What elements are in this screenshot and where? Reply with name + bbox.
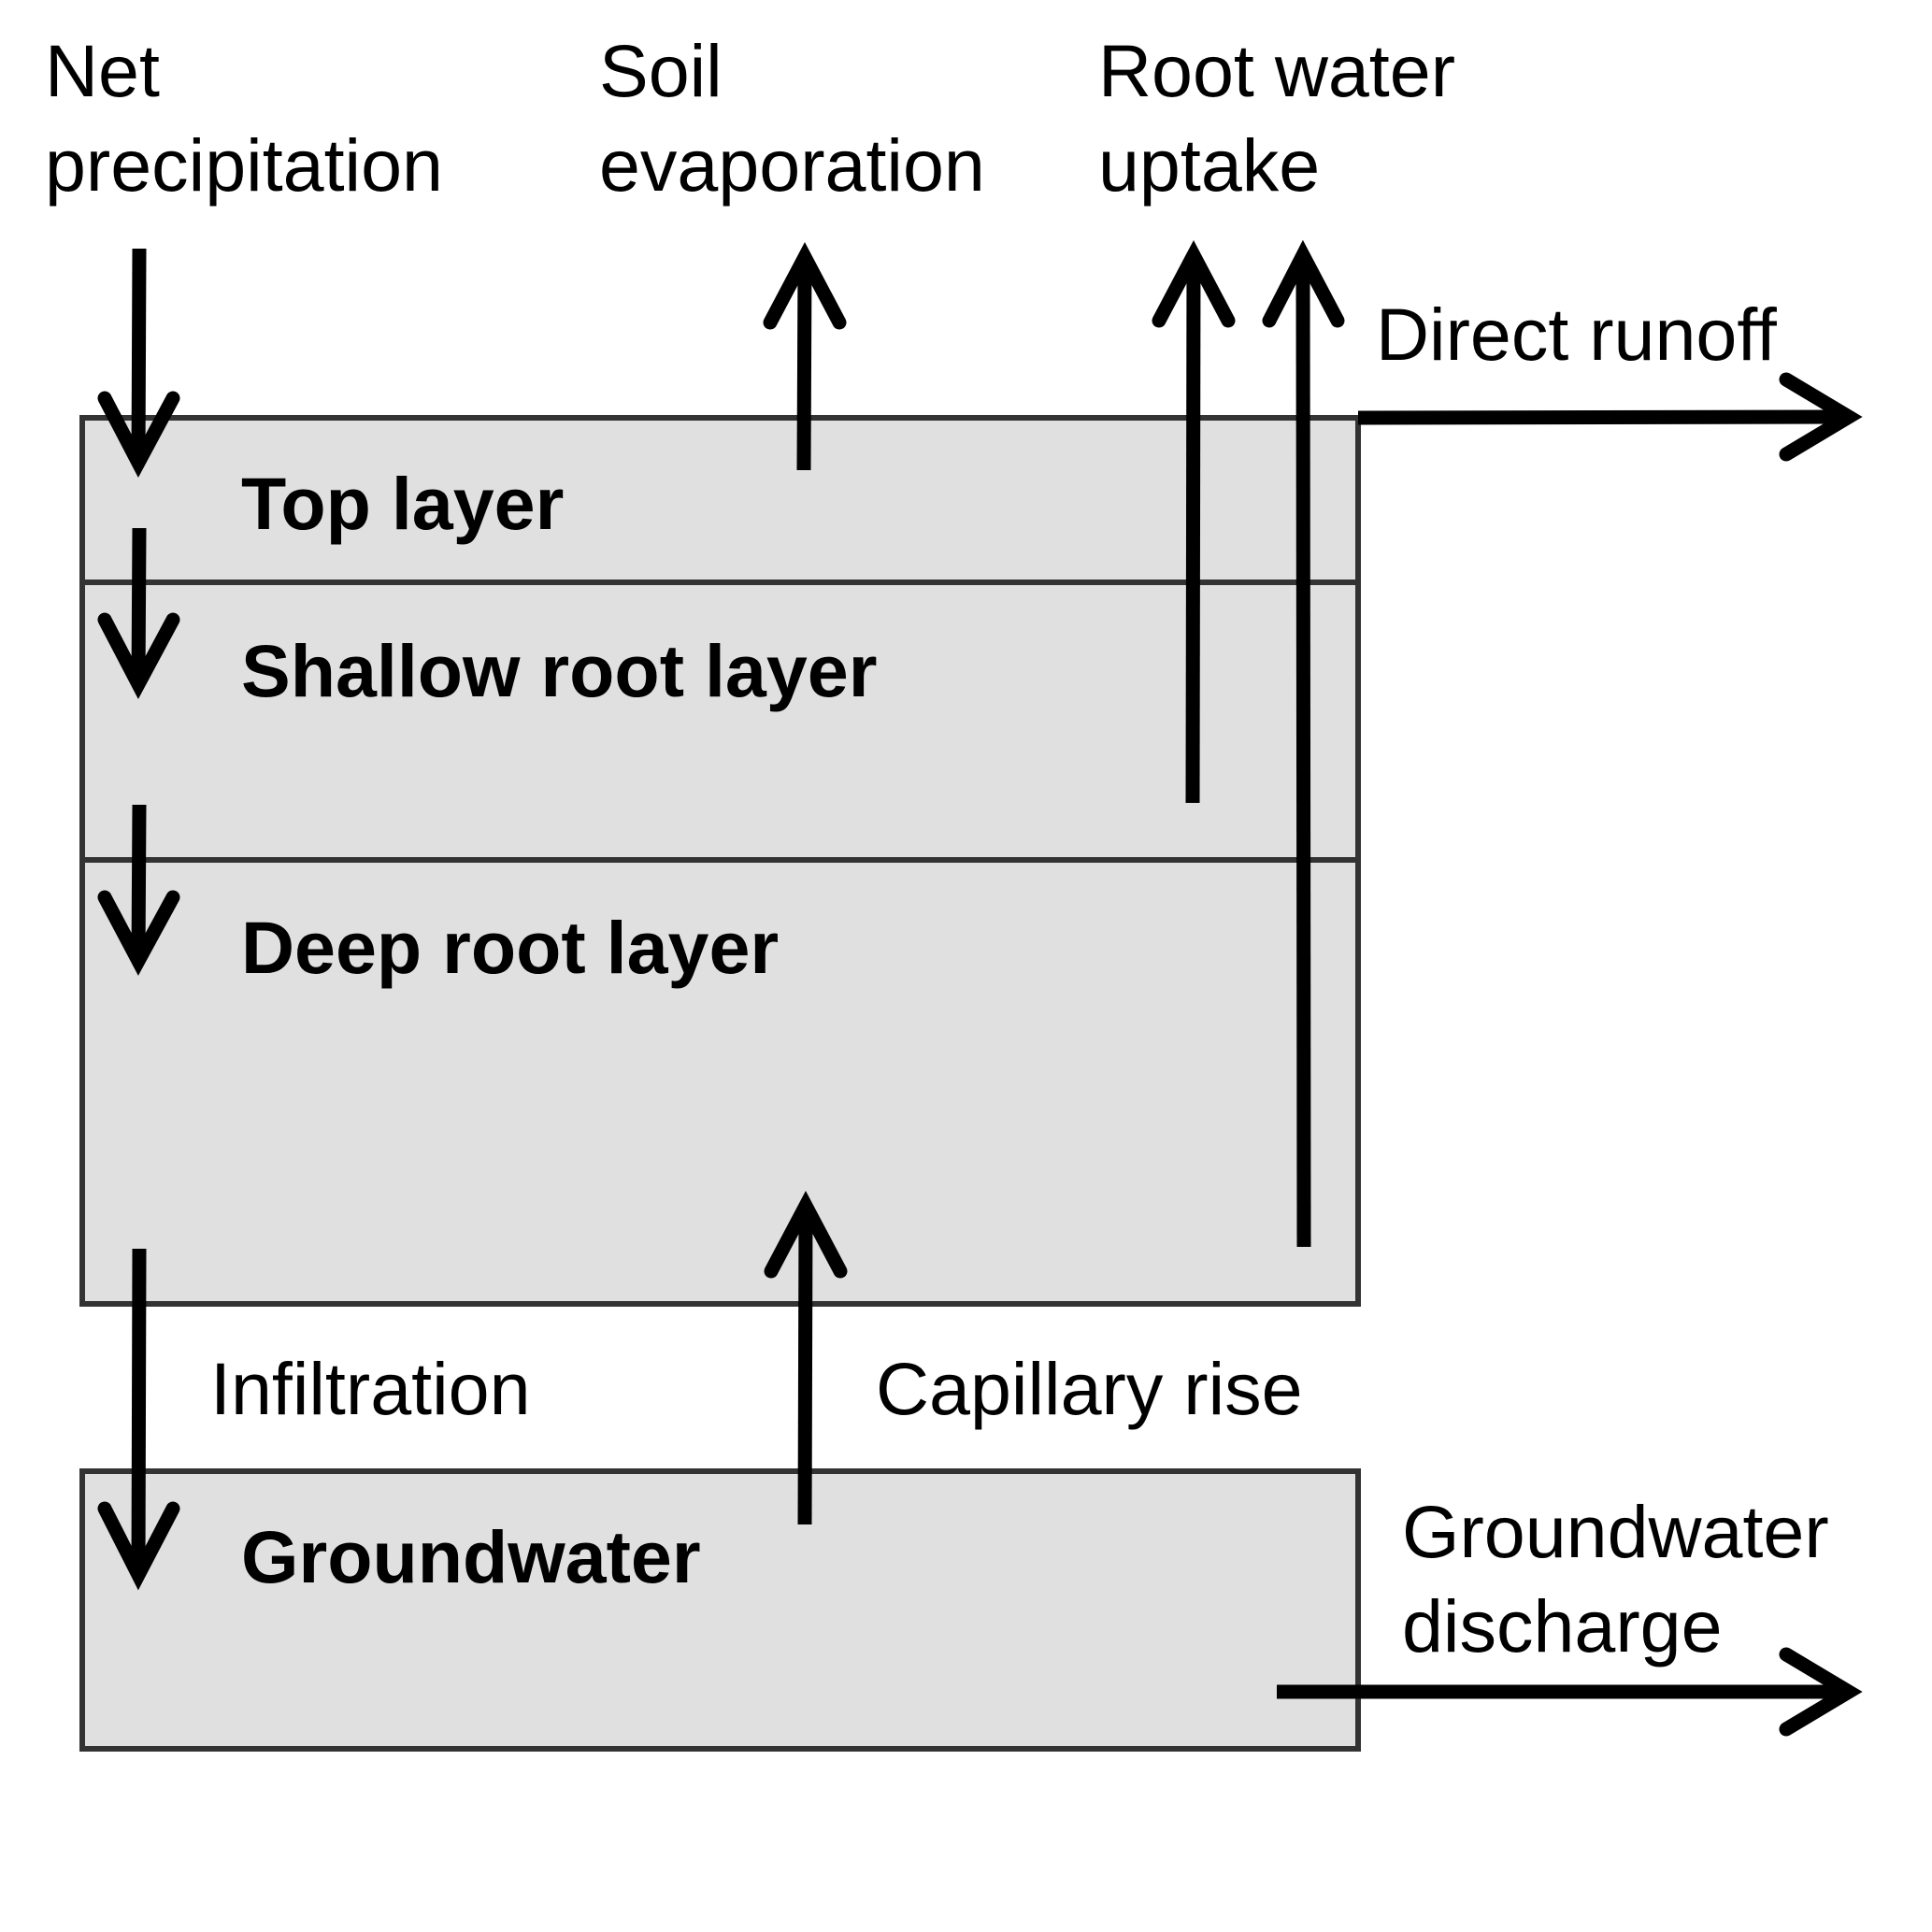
groundwater-box [79,1468,1361,1752]
soil-evaporation-label-line2: evaporation [599,123,985,207]
shallow-to-deep-arrow [97,804,180,976]
soil-column [79,415,1361,1307]
groundwater-discharge-label-line1: Groundwater [1402,1490,1829,1573]
groundwater-discharge-arrow [1277,1647,1863,1737]
deep-root-uptake-arrow [1262,239,1345,1248]
capillary-rise-label: Capillary rise [876,1347,1303,1430]
root-water-uptake-label-line1: Root water [1098,29,1455,112]
net-precipitation-arrow [97,248,180,479]
direct-runoff-arrow [1357,372,1863,462]
deep-root-layer-label: Deep root layer [241,906,779,989]
shallow-root-uptake-arrow [1152,239,1236,804]
infiltration-label: Infiltration [210,1347,531,1430]
direct-runoff-label: Direct runoff [1376,293,1778,376]
groundwater-label: Groundwater [241,1515,701,1598]
root-water-uptake-label-line2: uptake [1098,123,1320,207]
shallow-root-layer-label: Shallow root layer [241,629,877,712]
infiltration-arrow [97,1248,180,1591]
net-precipitation-label-line2: precipitation [45,123,443,207]
soil-evaporation-arrow [763,241,847,471]
net-precipitation-label-line1: Net [45,29,160,112]
top-layer-label: Top layer [241,462,564,545]
groundwater-discharge-label-line2: discharge [1402,1584,1723,1667]
capillary-rise-arrow [764,1190,848,1525]
top-to-shallow-arrow [97,527,180,700]
soil-evaporation-label-line1: Soil [599,29,723,112]
